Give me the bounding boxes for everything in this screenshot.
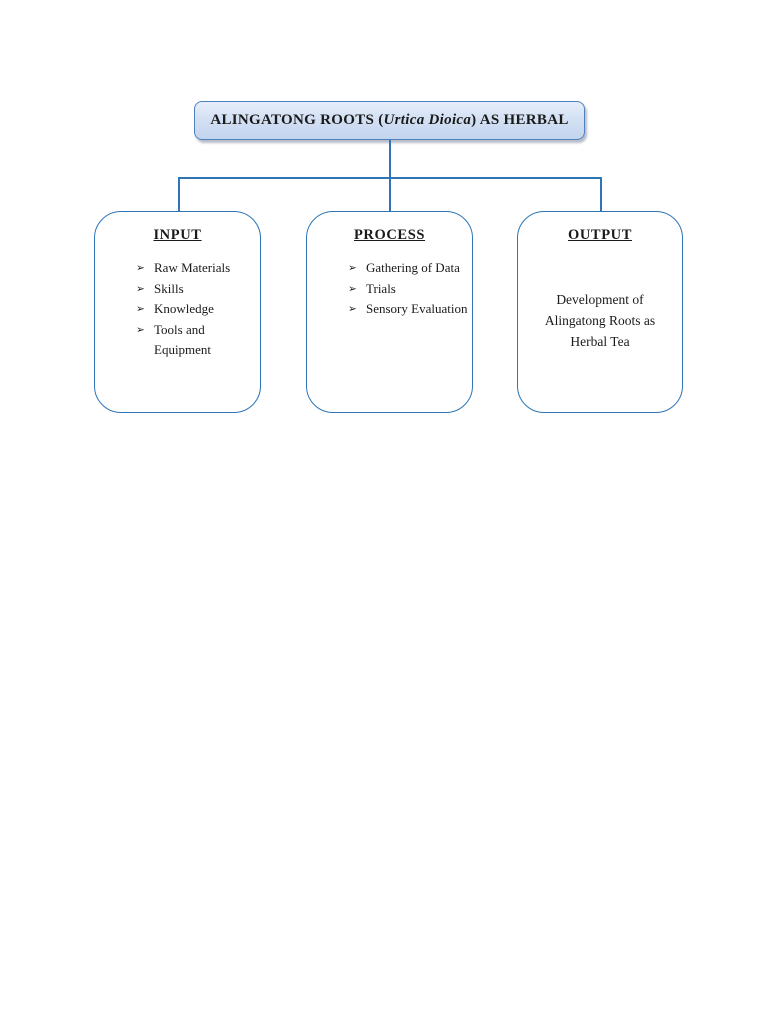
title-suffix: ) AS HERBAL: [471, 112, 569, 128]
connector-horizontal: [178, 177, 601, 179]
arrow-bullet-icon: ➢: [348, 282, 357, 295]
list-item-text: Tools and Equipment: [154, 321, 212, 358]
arrow-bullet-icon: ➢: [136, 282, 145, 295]
title-italic-species: Urtica Dioica: [383, 112, 472, 128]
process-box: PROCESS ➢ Gathering of Data ➢ Trials ➢ Sens…: [306, 211, 473, 413]
process-heading: PROCESS: [353, 227, 426, 243]
list-item: ➢ Sensory Evaluation: [348, 299, 468, 320]
connector-to-input: [178, 177, 180, 211]
list-item-text: Gathering of Data: [366, 260, 460, 275]
list-item: ➢ Gathering of Data: [348, 258, 468, 279]
output-heading: OUTPUT: [567, 227, 633, 243]
arrow-bullet-icon: ➢: [136, 303, 145, 315]
title-prefix: ALINGATONG ROOTS (: [210, 112, 384, 128]
list-item-text: Sensory Evaluation: [366, 301, 468, 316]
list-item: ➢ Skills: [136, 279, 256, 300]
arrow-bullet-icon: ➢: [348, 303, 357, 315]
list-item: ➢ Knowledge: [136, 299, 256, 320]
arrow-bullet-icon: ➢: [136, 262, 145, 274]
output-description: Development of Alingatong Roots as Herba…: [544, 292, 656, 349]
list-item-text: Knowledge: [154, 301, 214, 316]
input-box: INPUT ➢ Raw Materials ➢ Skills ➢ Knowledge …: [94, 211, 261, 413]
input-heading: INPUT: [153, 227, 202, 243]
process-list: ➢ Gathering of Data ➢ Trials ➢ Sensory Eval…: [307, 258, 472, 320]
list-item: ➢ Trials: [348, 279, 468, 300]
list-item-text: Skills: [154, 280, 184, 296]
list-item-text: Trials: [366, 280, 396, 296]
output-box: OUTPUT Development of Alingatong Roots a…: [517, 211, 683, 413]
title-box: ALINGATONG ROOTS (Urtica Dioica) AS HERB…: [194, 101, 585, 140]
connector-title-to-process: [389, 140, 391, 211]
list-item: ➢ Tools and Equipment: [136, 320, 256, 361]
input-list: ➢ Raw Materials ➢ Skills ➢ Knowledge ➢ Tools…: [95, 258, 260, 361]
list-item-text: Raw Materials: [154, 260, 231, 275]
list-item: ➢ Raw Materials: [136, 258, 256, 279]
connector-to-output: [600, 177, 602, 211]
arrow-bullet-icon: ➢: [348, 262, 357, 274]
arrow-bullet-icon: ➢: [136, 323, 145, 336]
diagram-title: ALINGATONG ROOTS (Urtica Dioica) AS HERB…: [210, 112, 568, 129]
